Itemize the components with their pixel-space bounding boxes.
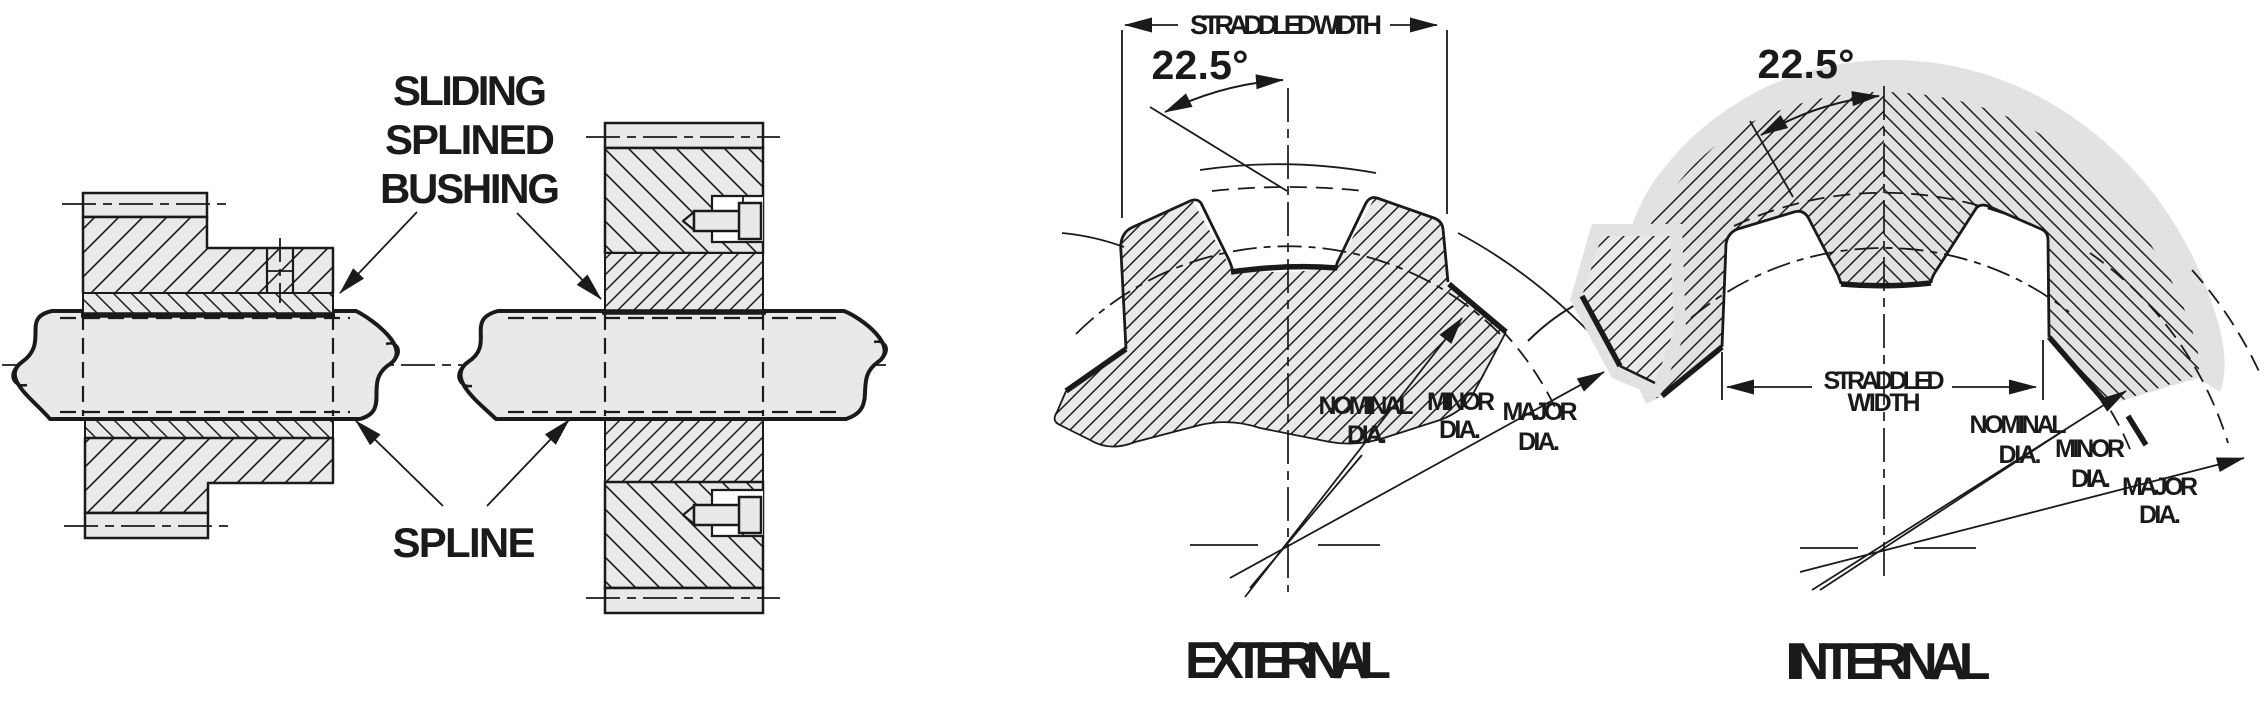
- external-major-dia-label-line1: MAJOR: [1503, 398, 1578, 426]
- nominal-dia-arc: [1690, 247, 2070, 319]
- internal-tooth-tip: [2046, 335, 2110, 406]
- bushing-label-line2: SPLINED: [385, 116, 555, 163]
- major-dia-leader-arrow: [1799, 457, 2245, 573]
- splined-bushing-2-upper: [586, 121, 780, 315]
- bushing-leader-arrow-left: [339, 211, 418, 294]
- external-spline-figure: STRADDLED WIDTH 22.5° NOMINAL DIA. MINOR…: [1053, 10, 1625, 690]
- external-minor-dia-label-line2: DIA.: [1439, 416, 1481, 444]
- break-curl-icon: [873, 340, 888, 364]
- external-angle-label: 22.5°: [1152, 42, 1249, 88]
- hub-left-partial-tooth: [1570, 224, 1686, 398]
- internal-straddled-width-dimension: STRADDLED WIDTH: [1721, 340, 2044, 417]
- internal-spline-figure: 22.5° STRADDLED WIDTH NOMINAL DIA. MINOR…: [1570, 41, 2263, 691]
- external-nominal-dia-label-line2: DIA.: [1347, 421, 1387, 449]
- shaft-assembly-figure: SLIDING SPLINED BUSHING SPLINE: [2, 67, 888, 615]
- internal-minor-dia-label-line2: DIA.: [2071, 465, 2111, 493]
- internal-title: INTERNAL: [1786, 633, 1991, 691]
- splined-bushing-1-lower: [64, 419, 335, 540]
- minor-dia-tick: [2125, 414, 2149, 447]
- major-dia-leader-arrow: [1229, 371, 1605, 579]
- spline-label-text: SPLINE: [393, 519, 536, 566]
- bushing-label-line3: BUSHING: [380, 165, 560, 212]
- spline-label: SPLINE: [355, 419, 570, 566]
- set-screw: [681, 495, 763, 535]
- break-curl-icon: [385, 342, 400, 366]
- internal-major-dia-label-line1: MAJOR: [2122, 473, 2198, 501]
- bushing-label-line1: SLIDING: [393, 67, 547, 114]
- internal-nominal-dia-label-line2: DIA.: [1999, 441, 2042, 469]
- internal-tooth-tip: [1660, 344, 1724, 399]
- internal-tooth-tip: [1840, 280, 1932, 289]
- angle-arc-arrow: [1760, 91, 1880, 136]
- external-straddled-width-dimension: STRADDLED WIDTH: [1121, 10, 1448, 218]
- internal-angle-label: 22.5°: [1758, 41, 1855, 87]
- set-screw: [681, 201, 763, 241]
- break-curl-icon: [457, 360, 473, 388]
- internal-major-dia-label-line2: DIA.: [2139, 501, 2181, 529]
- external-major-dia-label-line2: DIA.: [1518, 428, 1560, 456]
- splined-bushing-1-upper: [62, 191, 335, 318]
- bushing-leader-arrow-right: [516, 212, 602, 300]
- shaft-1: [11, 309, 400, 421]
- set-screw-hole: [265, 238, 295, 303]
- bushing-label: SLIDING SPLINED BUSHING: [339, 67, 602, 300]
- angle-arc-arrow: [1164, 74, 1284, 113]
- splined-bushing-2-lower: [586, 419, 780, 615]
- external-minor-dia-label-line1: MINOR: [1427, 388, 1495, 416]
- shaft-2: [457, 309, 888, 421]
- minor-dia-leader-arrow: [1811, 390, 2127, 591]
- break-edge: [1053, 331, 1507, 448]
- break-curl-icon: [11, 360, 28, 387]
- external-nominal-dia-label-line1: NOMINAL: [1319, 392, 1414, 420]
- spline-leader-arrow-right: [486, 419, 570, 507]
- internal-minor-dia-label-line1: MINOR: [2055, 435, 2125, 463]
- external-title: EXTERNAL: [1185, 632, 1391, 690]
- internal-angle-dimension: 22.5°: [1749, 41, 1880, 198]
- minor-dia-arc: [1481, 310, 1561, 419]
- spline-leader-arrow-left: [355, 420, 444, 507]
- external-straddled-width-label: STRADDLED WIDTH: [1190, 10, 1382, 40]
- internal-nominal-dia-label-line1: NOMINAL: [1970, 411, 2067, 439]
- external-angle-dimension: 22.5°: [1149, 42, 1288, 192]
- major-dia-arc: [1733, 191, 2035, 227]
